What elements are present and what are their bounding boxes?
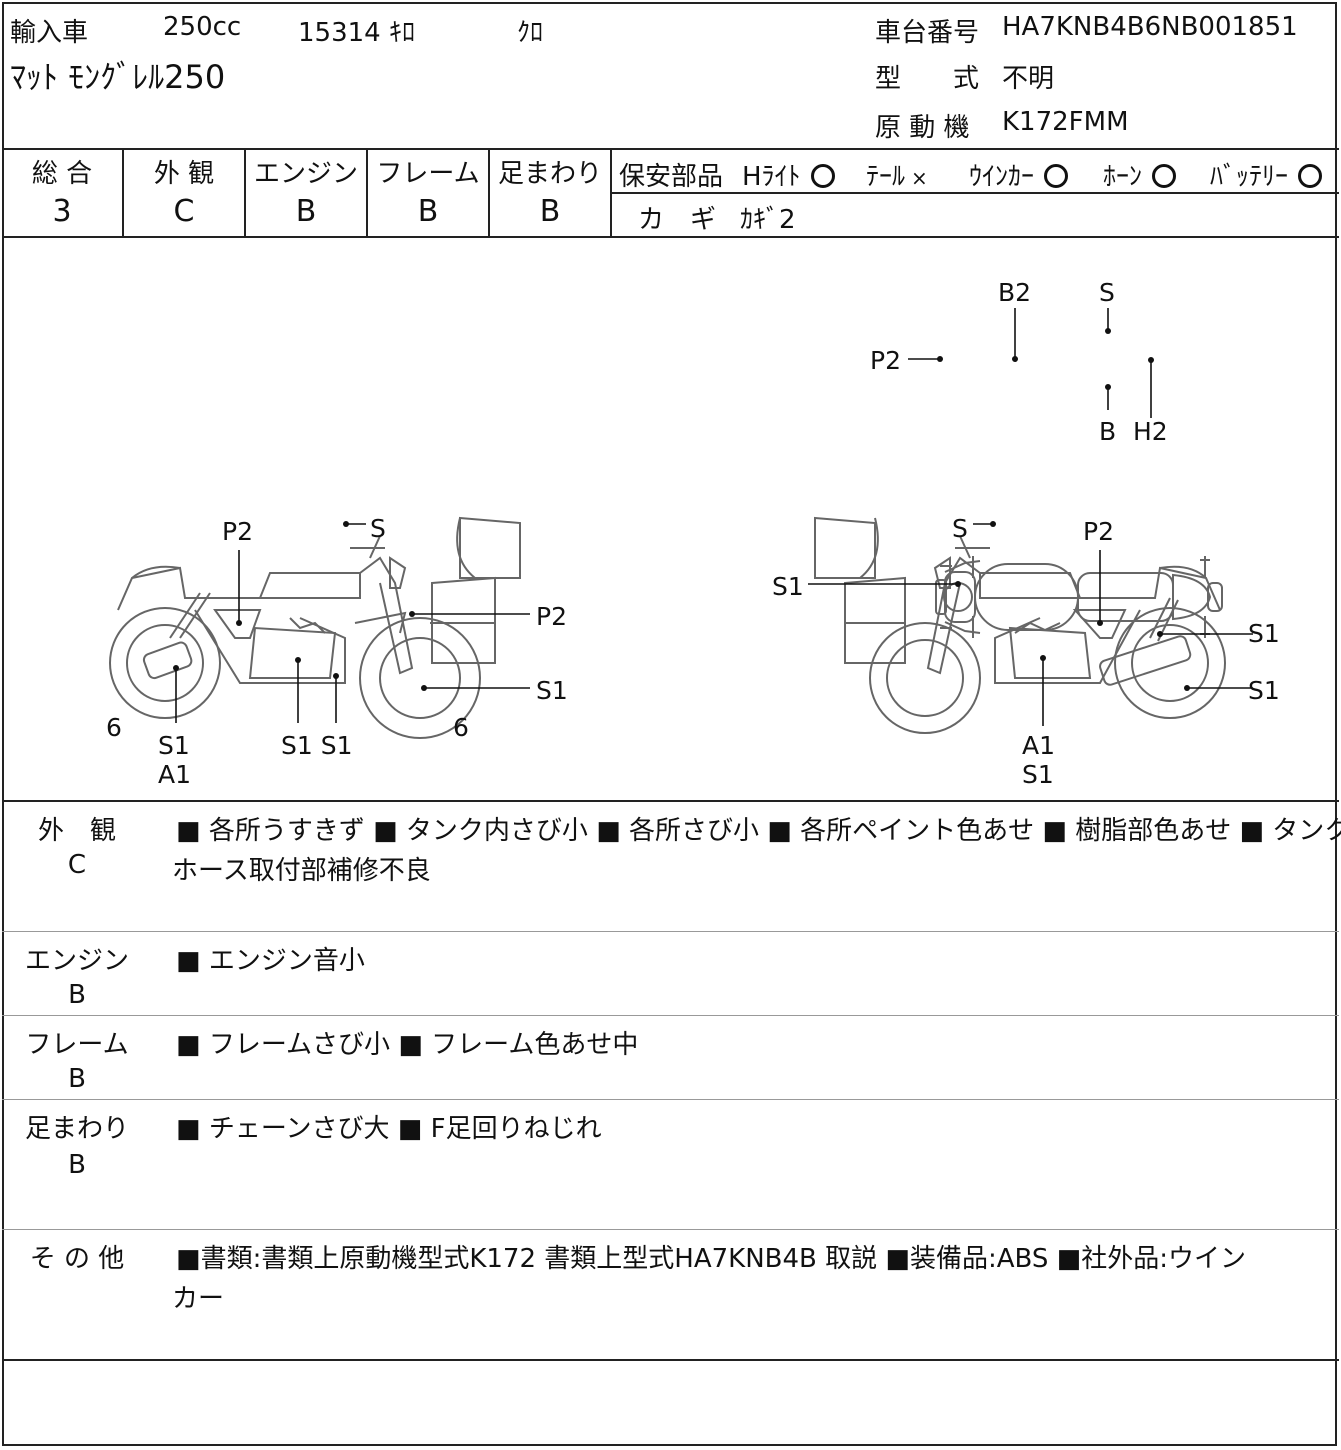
grade-value-frame: B	[417, 194, 439, 229]
remark-label: 外 観	[37, 816, 116, 846]
safety-item-label: ｳｲﾝｶｰ	[969, 162, 1035, 192]
remark-text: ■書類:書類上原動機型式K172 書類上型式HA7KNB4B 取説 ■装備品:A…	[176, 1244, 1246, 1274]
remark-label: フレーム	[25, 1030, 129, 1060]
grade-value-overall: 3	[52, 194, 72, 229]
safety-item-battery: ﾊﾞｯﾃﾘｰ	[1210, 156, 1323, 193]
remark-label: そ の 他	[29, 1244, 125, 1274]
callout-label: P2	[536, 602, 567, 631]
color: ｸﾛ	[517, 18, 544, 48]
remark-text: ホース取付部補修不良	[172, 856, 431, 886]
divider	[2, 236, 1339, 238]
safety-item-label: ﾎｰﾝ	[1103, 162, 1143, 192]
check-circle-icon	[1298, 164, 1323, 188]
right-side-callouts	[808, 521, 1253, 726]
key-label: カ ギ	[638, 205, 717, 235]
grade-label-suspension: 足まわり	[497, 159, 602, 189]
divider	[2, 1015, 1339, 1016]
divider	[2, 931, 1339, 932]
remark-grade: B	[68, 1150, 86, 1180]
divider	[610, 148, 612, 236]
safety-item-headlight: Hﾗｲﾄ	[742, 156, 835, 193]
remark-grade: B	[68, 1064, 86, 1094]
callout-label: S1	[158, 731, 190, 760]
divider	[2, 148, 1339, 150]
callout-label: 6	[453, 713, 469, 742]
divider	[612, 192, 1339, 194]
callout-label: P2	[870, 346, 901, 375]
safety-item-label: ﾃｰﾙ	[866, 162, 906, 192]
callout-label: 6	[106, 713, 122, 742]
grade-label-frame: フレーム	[376, 159, 480, 189]
callout-label: S1	[536, 676, 568, 705]
remark-grade: C	[67, 850, 87, 880]
grade-label-appearance: 外 観	[153, 159, 215, 189]
remark-label: 足まわり	[24, 1114, 129, 1144]
divider	[2, 1099, 1339, 1100]
remark-text: カー	[172, 1284, 225, 1314]
grade-value-suspension: B	[539, 194, 561, 229]
grade-value-appearance: C	[173, 194, 195, 229]
remark-label: エンジン	[24, 946, 129, 976]
type-value: 不明	[1002, 64, 1055, 94]
callout-label: P2	[222, 517, 253, 546]
callout-label: B2	[998, 278, 1031, 307]
callout-label: P2	[1083, 517, 1114, 546]
damage-diagram: B2 S P2 B H2 P2 S P2 S1 6 S1 A1 S1	[106, 278, 1280, 789]
safety-item-tail: ﾃｰﾙ×	[866, 156, 928, 193]
callout-label: S1	[772, 572, 804, 601]
divider	[2, 1229, 1339, 1230]
callout-label: S	[952, 514, 968, 543]
callout-label: S	[1099, 278, 1115, 307]
callout-label: B	[1099, 417, 1116, 446]
model-name: ﾏｯﾄ ﾓﾝｸﾞﾚﾙ250	[10, 58, 226, 96]
engine-label: 原 動 機	[875, 113, 970, 143]
remark-text: ■ エンジン音小	[176, 946, 365, 976]
callout-label: S	[370, 514, 386, 543]
check-circle-icon	[810, 164, 835, 188]
safety-item-label: Hﾗｲﾄ	[742, 162, 801, 192]
right-side-bike	[814, 516, 1226, 734]
callout-label: S1	[1022, 760, 1054, 789]
check-circle-icon	[1044, 164, 1069, 188]
type-label: 型 式	[875, 64, 980, 94]
divider	[488, 148, 490, 236]
divider	[366, 148, 368, 236]
callout-label: A1	[1022, 731, 1055, 760]
cross-mark-icon: ×	[911, 166, 928, 190]
safety-item-winker: ｳｲﾝｶｰ	[969, 156, 1069, 193]
frame-no: HA7KNB4B6NB001851	[1002, 12, 1298, 42]
engine-value: K172FMM	[1002, 107, 1129, 137]
safety-item-label: ﾊﾞｯﾃﾘｰ	[1210, 162, 1289, 192]
divider	[244, 148, 246, 236]
callout-label: A1	[158, 760, 191, 789]
key-value: ｶｷﾞ2	[740, 205, 796, 235]
left-side-bike	[109, 516, 521, 739]
grade-label-overall: 総 合	[31, 159, 93, 189]
mileage: 15314 ｷﾛ	[298, 18, 415, 48]
remark-text: ■ フレームさび小 ■ フレーム色あせ中	[176, 1030, 639, 1060]
divider	[2, 800, 1339, 802]
category: 輸入車	[10, 18, 89, 48]
safety-label: 保安部品	[619, 162, 724, 192]
divider	[2, 1359, 1339, 1361]
remark-text: ■ チェーンさび大 ■ F足回りねじれ	[176, 1114, 602, 1144]
remark-text: ■ 各所うすきず ■ タンク内さび小 ■ 各所さび小 ■ 各所ペイント色あせ ■…	[176, 816, 1341, 846]
callout-label: S1	[1248, 619, 1280, 648]
remark-grade: B	[68, 980, 86, 1010]
grade-label-engine: エンジン	[253, 159, 358, 189]
callout-label: S1 S1	[281, 731, 353, 760]
divider	[122, 148, 124, 236]
displacement: 250cc	[163, 12, 242, 42]
callout-label: S1	[1248, 676, 1280, 705]
check-circle-icon	[1152, 164, 1177, 188]
top-view-callouts	[908, 308, 1154, 418]
callout-label: H2	[1133, 417, 1168, 446]
grade-value-engine: B	[295, 194, 317, 229]
left-side-callouts	[173, 521, 530, 723]
safety-item-horn: ﾎｰﾝ	[1103, 156, 1177, 193]
frame-no-label: 車台番号	[875, 18, 980, 48]
